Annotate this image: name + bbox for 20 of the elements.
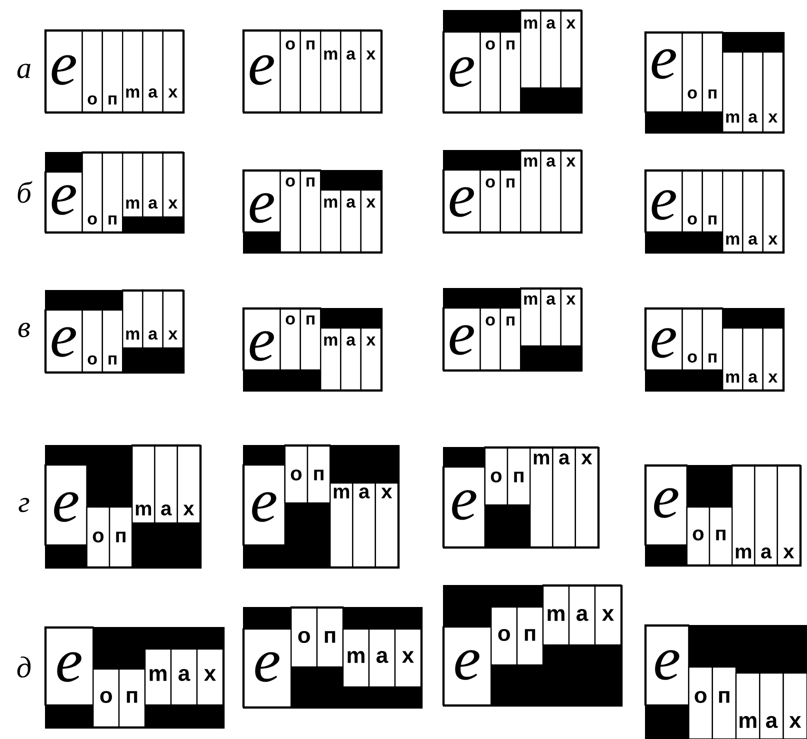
type-composition-drawing: e o п m a x bbox=[442, 584, 623, 707]
type-composition-drawing: e o п m a x bbox=[442, 149, 583, 234]
type-composition-drawing: e o п m a x bbox=[644, 31, 785, 134]
type-composition-drawing: e o п m a x bbox=[44, 151, 185, 234]
type-composition-drawing: e o п m a x bbox=[242, 29, 383, 114]
type-composition-drawing: e o п m a x bbox=[644, 624, 807, 739]
type-composition-drawing: e o п m a x bbox=[242, 444, 400, 569]
row-letter: а bbox=[17, 64, 30, 78]
type-composition-drawing: e o п m a x bbox=[644, 464, 802, 567]
row-letter: б bbox=[18, 181, 32, 203]
type-composition-drawing: e o п m a x bbox=[44, 289, 185, 374]
type-composition-drawing: e o п m a x bbox=[242, 606, 423, 709]
type-composition-drawing: e o п m a x bbox=[44, 444, 202, 569]
type-composition-drawing: e o п m a x bbox=[442, 446, 600, 549]
type-composition-drawing: e o п m a x bbox=[44, 29, 185, 114]
type-composition-drawing: e o п m a x bbox=[44, 626, 225, 729]
type-composition-drawing: e o п m a x bbox=[242, 307, 383, 392]
type-composition-drawing: e o п m a x bbox=[242, 169, 383, 254]
type-composition-drawing: e o п m a x bbox=[442, 9, 583, 114]
type-composition-drawing: e o п m a x bbox=[442, 287, 583, 372]
